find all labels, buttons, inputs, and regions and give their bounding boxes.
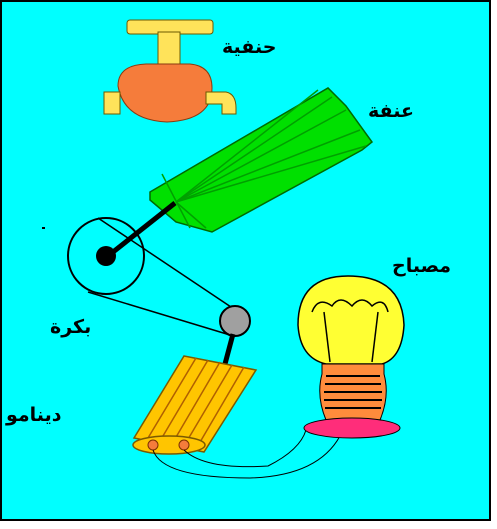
- dynamo-label: دينامو: [6, 404, 61, 426]
- pulley-label: بكرة: [50, 316, 91, 338]
- water-wheel-label: عنفة: [368, 100, 414, 122]
- speck-mark: [42, 227, 45, 229]
- lamp-label: مصباح: [392, 255, 451, 277]
- tap-label: حنفية: [222, 36, 276, 58]
